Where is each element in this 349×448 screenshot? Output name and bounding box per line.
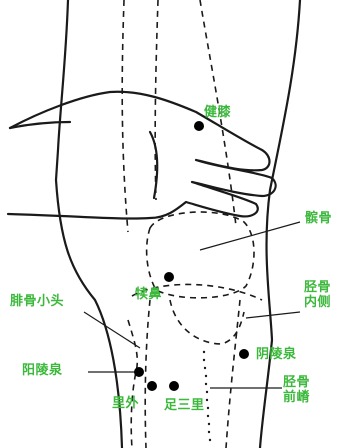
label-feigu-xiaotou: 腓骨小头 [10,294,64,309]
tibia-right-dashed [226,300,240,448]
point-yinlingquan [239,349,249,359]
leader-feigu [84,312,140,348]
label-jinggu-nace: 胫骨内侧 [304,280,334,310]
hand-outline [8,92,276,219]
point-waili [147,381,157,391]
label-jinggu-qianji: 胫骨前嵴 [283,375,313,405]
tibial-crest-dots [203,351,211,441]
label-yanglingquan: 阳陵泉 [22,363,63,378]
point-yanglingquan [134,367,144,377]
leader-jinggu-nace [246,312,300,318]
label-waili: 里外 [112,396,139,411]
tibia-left-dashed [145,300,150,448]
label-dubi: 犊鼻 [135,287,162,302]
label-yinlingquan: 阴陵泉 [256,347,297,362]
point-jianxi [194,121,204,131]
femur-left-dashed [122,0,128,232]
point-zusanli [169,381,179,391]
label-jianxi: 健膝 [204,105,231,120]
label-bingu: 髌骨 [305,211,332,226]
condyle-dashed [170,300,244,344]
leg-outline-left [56,0,122,448]
label-zusanli: 足三里 [164,398,205,413]
point-dubi [164,272,174,282]
fibula-head-dashed [128,320,137,448]
leader-bingu [200,222,300,250]
